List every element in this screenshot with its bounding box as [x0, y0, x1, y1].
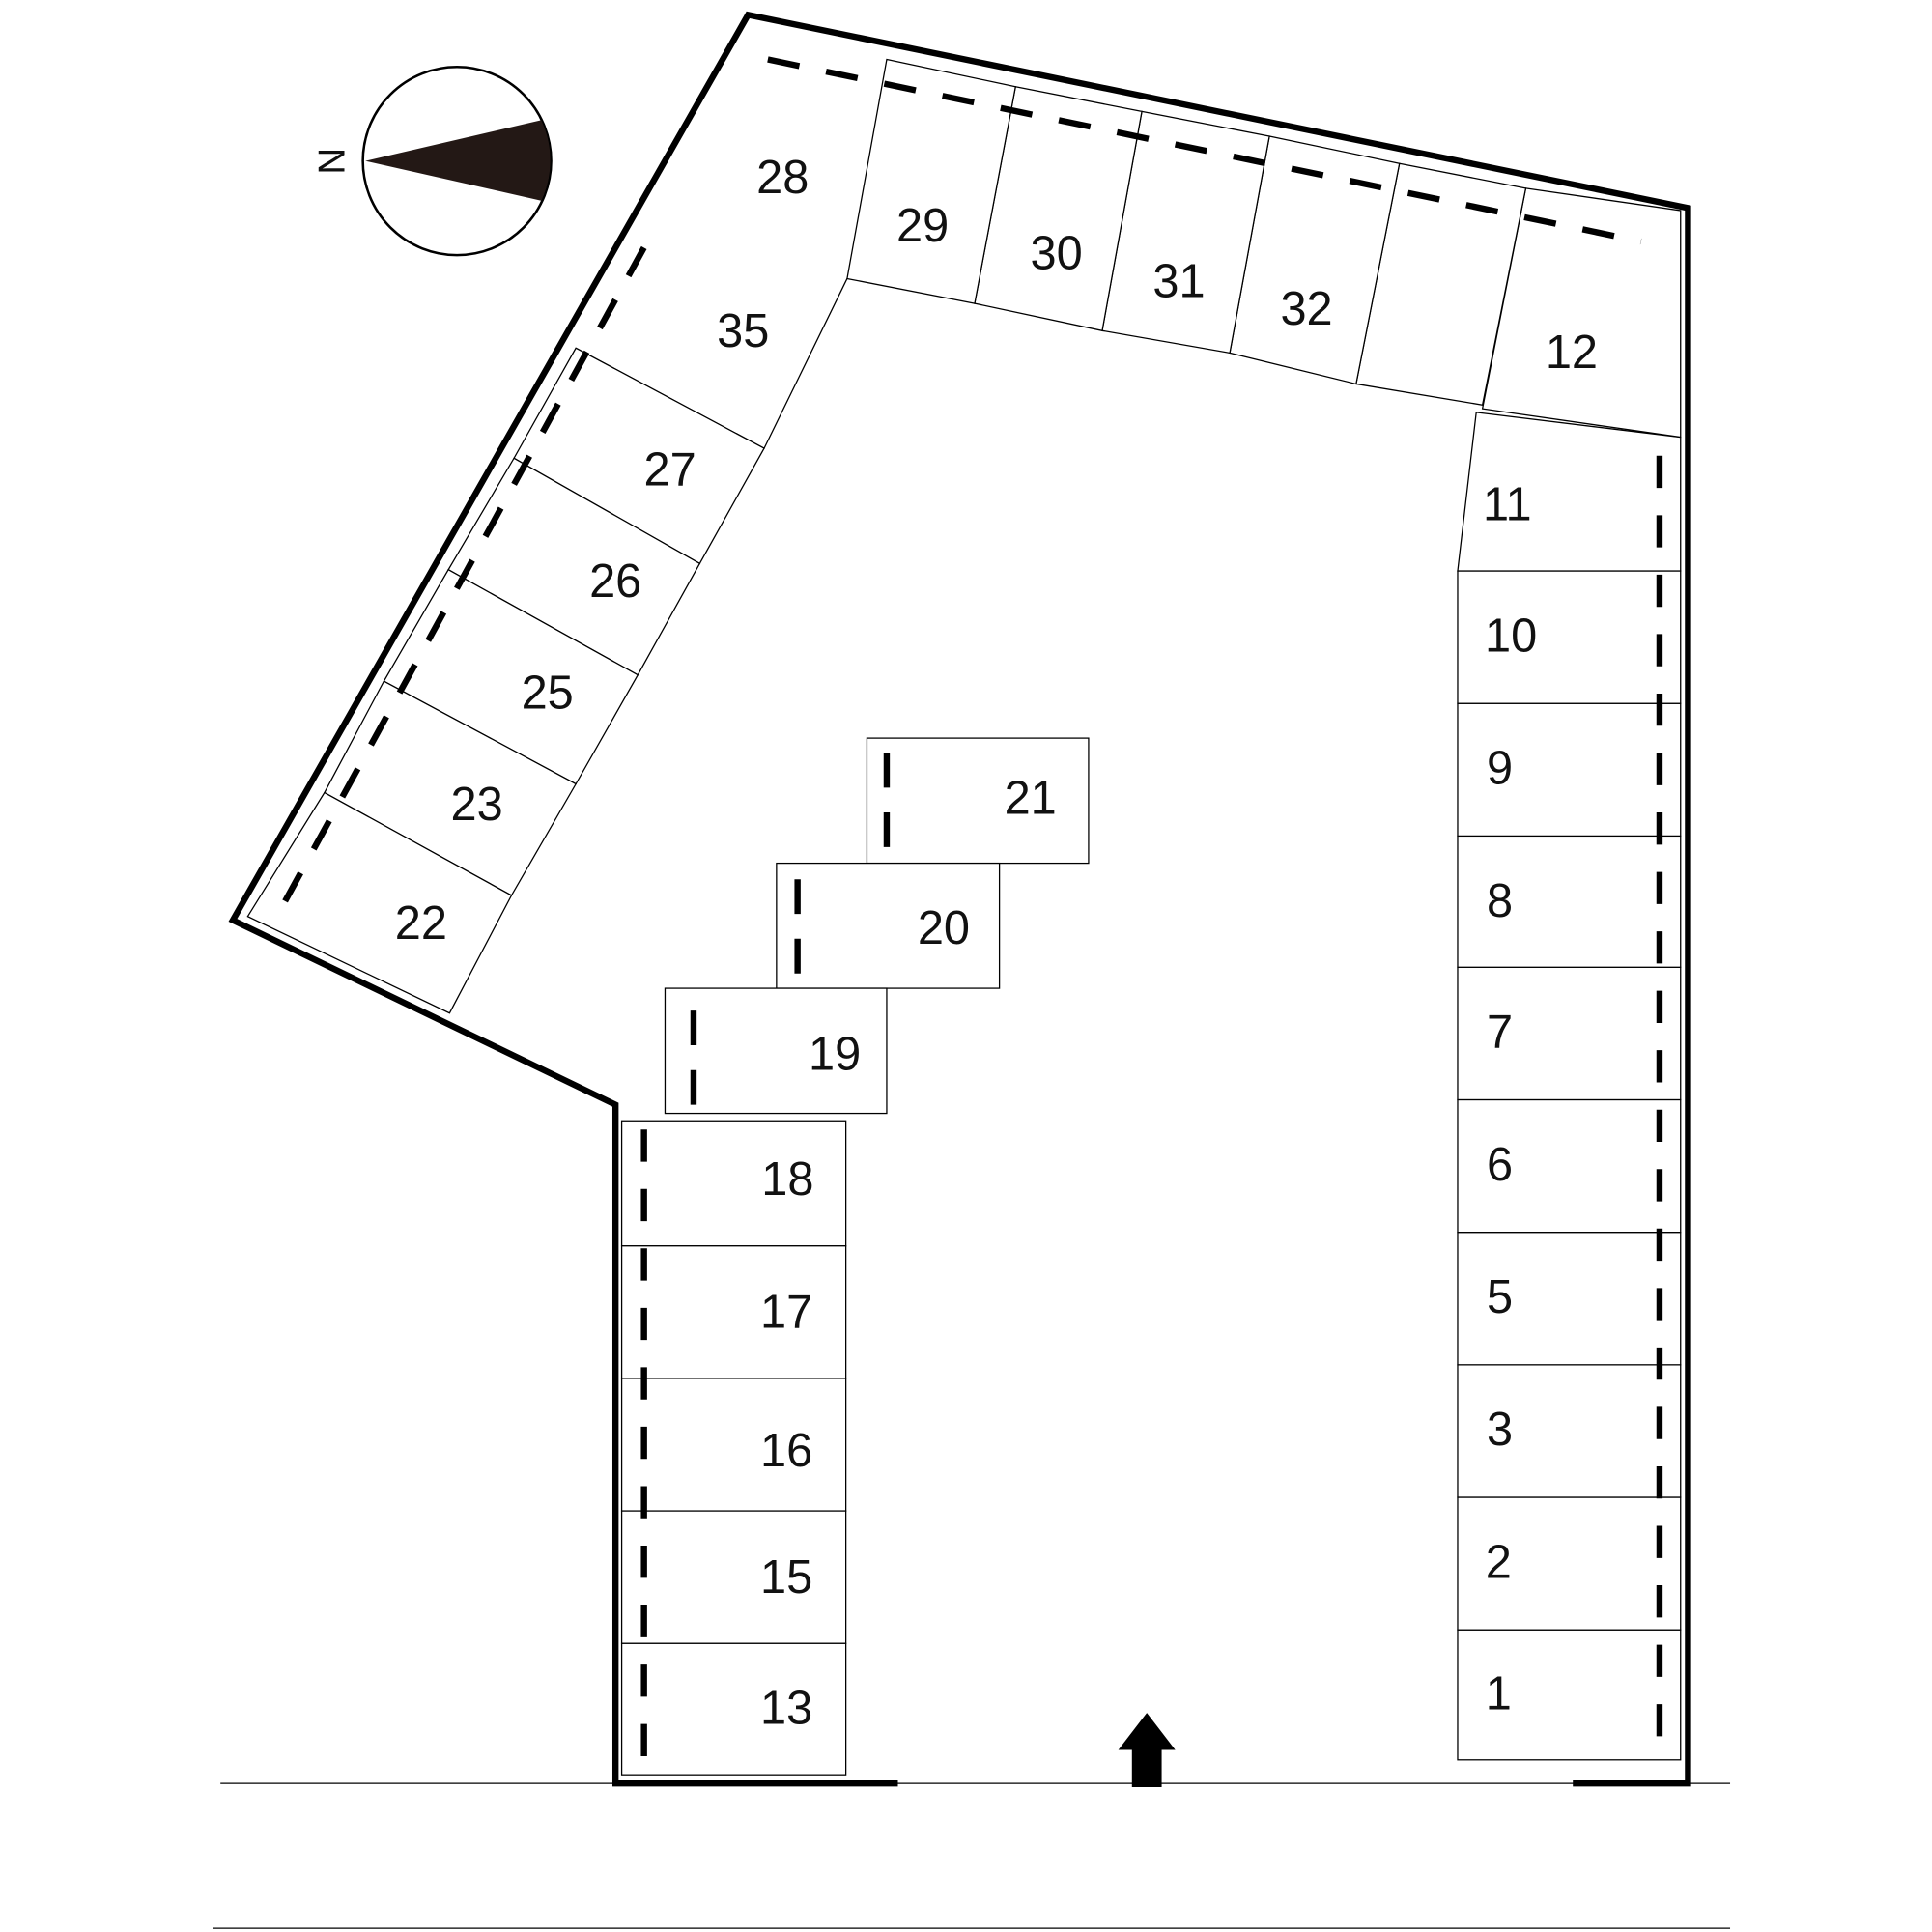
lot-label: 28: [756, 152, 809, 204]
lot-label: 7: [1487, 1007, 1513, 1059]
lot-26[interactable]: 26: [447, 457, 701, 676]
lot-11[interactable]: 11: [1457, 412, 1682, 572]
lot-12[interactable]: 12: [1481, 187, 1682, 439]
lot-25[interactable]: 25: [383, 568, 639, 785]
boundary-wall: [228, 11, 1691, 1787]
lot-16[interactable]: 16: [620, 1378, 847, 1512]
lot-13[interactable]: 13: [620, 1642, 847, 1776]
lot-label: 35: [717, 305, 769, 357]
lot-label: 18: [761, 1153, 813, 1206]
lot-32[interactable]: 32: [1229, 135, 1401, 385]
lot-15[interactable]: 15: [620, 1510, 847, 1644]
north-arrow-icon: N: [311, 65, 553, 257]
lot-19[interactable]: 19: [664, 987, 888, 1115]
lot-28[interactable]: 28: [756, 152, 809, 204]
lot-label: 16: [760, 1425, 812, 1477]
lot-5[interactable]: 5: [1457, 1232, 1682, 1366]
north-label: N: [311, 148, 353, 175]
lot-label: 8: [1487, 875, 1513, 927]
lot-7[interactable]: 7: [1457, 966, 1682, 1101]
lot-label: 25: [522, 667, 574, 719]
lot-label: 23: [450, 779, 502, 831]
lot-35[interactable]: 35: [575, 278, 848, 449]
lot-label: 31: [1152, 256, 1205, 308]
lot-label: 13: [760, 1683, 812, 1735]
lot-18[interactable]: 18: [620, 1120, 847, 1247]
lot-label: 20: [918, 902, 970, 954]
curb-stop-line: [282, 245, 647, 903]
entrance-arrow-icon: [1118, 1713, 1176, 1787]
lot-label: 9: [1487, 743, 1513, 795]
curb-stop-line: [767, 56, 1642, 245]
lot-9[interactable]: 9: [1457, 702, 1682, 838]
lot-label: 17: [760, 1286, 812, 1338]
lot-label: 21: [1005, 772, 1057, 824]
lot-label: 22: [395, 897, 447, 950]
lot-29[interactable]: 29: [846, 58, 1017, 304]
lot-label: 29: [896, 200, 949, 252]
lot-2[interactable]: 2: [1457, 1496, 1682, 1631]
lot-label: 2: [1486, 1536, 1512, 1588]
lot-label: 11: [1483, 479, 1532, 531]
lot-8[interactable]: 8: [1457, 835, 1682, 968]
lot-3[interactable]: 3: [1457, 1364, 1682, 1498]
lot-label: 5: [1487, 1271, 1513, 1323]
lot-23[interactable]: 23: [324, 680, 578, 896]
lot-6[interactable]: 6: [1457, 1098, 1682, 1234]
lot-21[interactable]: 21: [866, 737, 1090, 865]
lot-label: 27: [643, 444, 696, 497]
lot-17[interactable]: 17: [620, 1245, 847, 1379]
lot-label: 32: [1280, 283, 1332, 335]
lot-label: 3: [1487, 1404, 1513, 1456]
lot-27[interactable]: 27: [513, 347, 765, 565]
lot-label: 12: [1546, 327, 1598, 379]
lot-30[interactable]: 30: [974, 85, 1143, 332]
lot-label: 10: [1485, 610, 1537, 662]
lot-label: 6: [1487, 1139, 1513, 1191]
lot-label: 15: [760, 1551, 812, 1604]
lot-label: 30: [1030, 227, 1082, 279]
lot-1[interactable]: 1: [1457, 1629, 1682, 1761]
lot-20[interactable]: 20: [776, 862, 1001, 989]
lot-label: 19: [809, 1029, 861, 1081]
lot-10[interactable]: 10: [1457, 570, 1682, 704]
lot-label: 26: [589, 555, 641, 608]
lot-label: 1: [1486, 1667, 1512, 1719]
